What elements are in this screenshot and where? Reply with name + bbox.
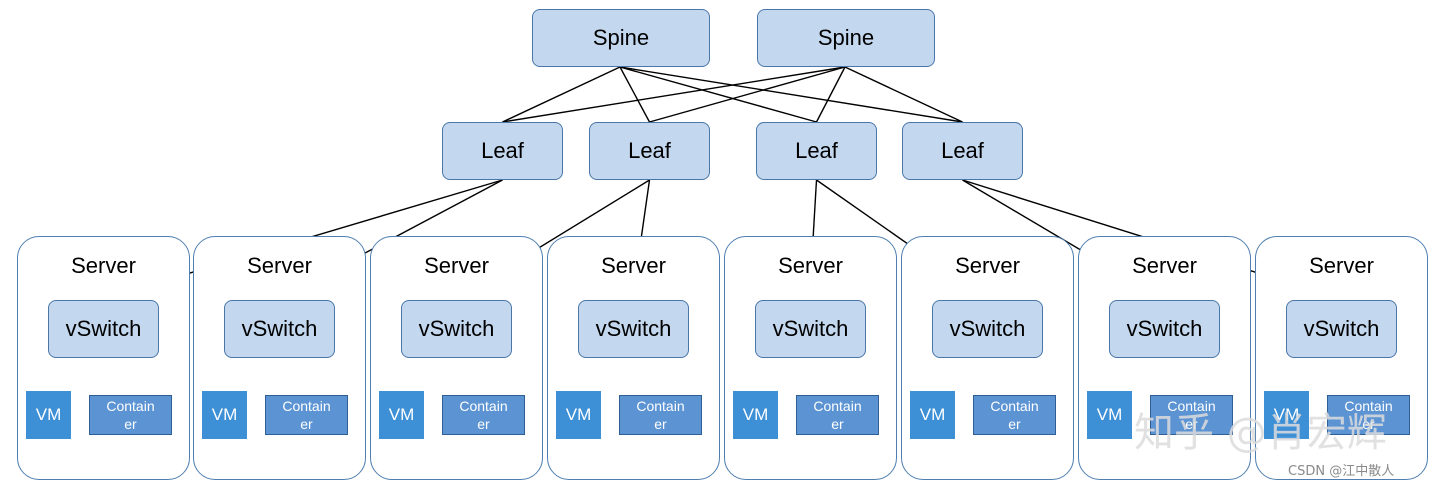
server-label: Server xyxy=(955,253,1020,278)
container-box: Contain er xyxy=(442,395,525,435)
vswitch-label: vSwitch xyxy=(772,316,849,341)
vswitch: vSwitch xyxy=(48,300,159,358)
spine-leaf-link xyxy=(649,66,846,123)
vswitch: vSwitch xyxy=(755,300,866,358)
vm-box: VM xyxy=(1087,391,1132,439)
vswitch: vSwitch xyxy=(1286,300,1397,358)
spine-leaf-link xyxy=(502,66,621,123)
leaf-switch-1: Leaf xyxy=(442,122,563,180)
vswitch-label: vSwitch xyxy=(1303,316,1380,341)
spine-label: Spine xyxy=(817,25,875,50)
spine-leaf-link xyxy=(619,66,963,123)
container-box: Contain er xyxy=(973,395,1056,435)
leaf-switch-4: Leaf xyxy=(902,122,1023,180)
vswitch: vSwitch xyxy=(578,300,689,358)
server-label: Server xyxy=(778,253,843,278)
container-box: Contain er xyxy=(89,395,172,435)
container-box: Contain er xyxy=(1327,395,1410,435)
server-label: Server xyxy=(424,253,489,278)
server-label: Server xyxy=(71,253,136,278)
leaf-switch-3: Leaf xyxy=(756,122,877,180)
spine-leaf-link xyxy=(619,66,817,123)
vm-box: VM xyxy=(379,391,424,439)
vm-box: VM xyxy=(910,391,955,439)
vswitch-label: vSwitch xyxy=(418,316,495,341)
leaf-label: Leaf xyxy=(481,138,524,163)
container-box: Contain er xyxy=(1150,395,1233,435)
vswitch-label: vSwitch xyxy=(241,316,318,341)
vswitch-label: vSwitch xyxy=(65,316,142,341)
spine-switch-2: Spine xyxy=(757,9,935,67)
vm-box: VM xyxy=(733,391,778,439)
container-box: Contain er xyxy=(796,395,879,435)
credit-text: CSDN @江中散人 xyxy=(1288,464,1395,479)
spine-leaf-link xyxy=(619,66,651,123)
watermark: 知乎 @肖宏辉 xyxy=(1134,410,1387,456)
vswitch-label: vSwitch xyxy=(949,316,1026,341)
vswitch-label: vSwitch xyxy=(595,316,672,341)
vm-box: VM xyxy=(556,391,601,439)
vswitch: vSwitch xyxy=(932,300,1043,358)
server-label: Server xyxy=(247,253,312,278)
leaf-label: Leaf xyxy=(941,138,984,163)
container-box: Contain er xyxy=(265,395,348,435)
leaf-label: Leaf xyxy=(628,138,671,163)
vm-box: VM xyxy=(1264,391,1309,439)
vm-box: VM xyxy=(26,391,71,439)
vswitch: vSwitch xyxy=(401,300,512,358)
server-label: Server xyxy=(601,253,666,278)
container-box: Contain er xyxy=(619,395,702,435)
server-label: Server xyxy=(1309,253,1374,278)
vswitch: vSwitch xyxy=(1109,300,1220,358)
spine-switch-1: Spine xyxy=(532,9,710,67)
vswitch-label: vSwitch xyxy=(1126,316,1203,341)
server-label: Server xyxy=(1132,253,1197,278)
spine-leaf-link xyxy=(815,66,846,123)
leaf-label: Leaf xyxy=(795,138,838,163)
spine-leaf-link xyxy=(844,66,963,123)
vswitch: vSwitch xyxy=(224,300,335,358)
spine-label: Spine xyxy=(592,25,650,50)
vm-box: VM xyxy=(202,391,247,439)
spine-leaf-link xyxy=(502,66,846,123)
leaf-switch-2: Leaf xyxy=(589,122,710,180)
